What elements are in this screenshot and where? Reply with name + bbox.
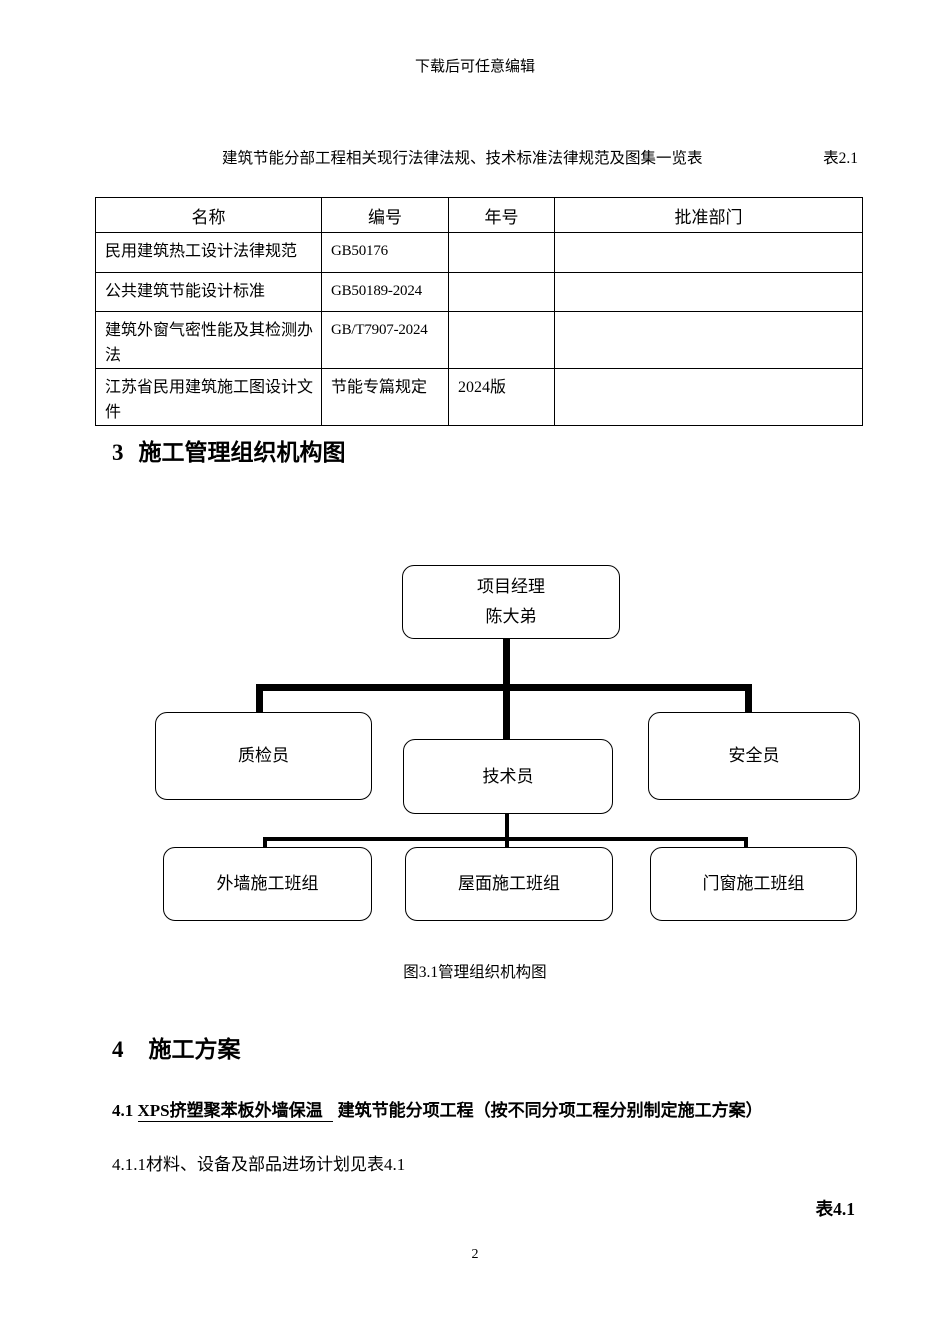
cell-year [448,311,555,369]
table-header-row: 名称 编号 年号 批准部门 [95,197,863,233]
table-2-1-title: 建筑节能分部工程相关现行法律法规、技术标准法律规范及图集一览表 [222,150,703,167]
section-3-title: 施工管理组织机构图 [138,440,346,465]
connector-line [745,684,752,714]
regulations-table: 名称 编号 年号 批准部门 民用建筑热工设计法律规范 GB50176 公共建筑节… [95,197,863,426]
section-4-1-underlined-text: XPS挤塑聚苯板外墙保温 [137,1101,333,1122]
org-box-project-manager: 项目经理 陈大弟 [402,565,620,639]
table-title-row: 建筑节能分部工程相关现行法律法规、技术标准法律规范及图集一览表 表2.1 [95,146,862,168]
col-header-approving-dept: 批准部门 [554,197,863,233]
section-4-1-rest-text: 建筑节能分项工程（按不同分项工程分别制定施工方案） [337,1101,763,1120]
table-row: 建筑外窗气密性能及其检测办法 GB/T7907-2024 [95,311,863,369]
cell-year [448,232,555,273]
org-box-technician: 技术员 [403,739,613,814]
cell-dept [554,272,863,312]
section-4-1-number: 4.1 [112,1101,134,1120]
project-manager-role: 项目经理 [477,577,545,596]
roof-team-label: 屋面施工班组 [458,874,560,893]
paragraph-4-1-1: 4.1.1材料、设备及部品进场计划见表4.1 [112,1155,406,1174]
technician-label: 技术员 [482,766,534,786]
connector-line [263,837,267,848]
col-header-number: 编号 [321,197,449,233]
cell-name: 民用建筑热工设计法律规范 [95,232,322,273]
cell-name: 江苏省民用建筑施工图设计文件 [95,368,322,426]
table-row: 江苏省民用建筑施工图设计文件 节能专篇规定 2024版 [95,368,863,426]
cell-year [448,272,555,312]
cell-number: GB/T7907-2024 [321,311,449,369]
org-chart: 项目经理 陈大弟 质检员 技术员 安全员 外墙施工班组 屋面施工班组 门窗施工班… [155,565,860,921]
cell-number: 节能专篇规定 [321,368,449,426]
cell-dept [554,232,863,273]
page-number: 2 [471,1247,479,1262]
cell-year: 2024版 [448,368,555,426]
connector-line [256,684,263,714]
org-box-safety-officer: 安全员 [648,712,860,800]
org-box-quality-inspector: 质检员 [155,712,372,800]
section-4-1-heading: 4.1 XPS挤塑聚苯板外墙保温建筑节能分项工程（按不同分项工程分别制定施工方案… [112,1096,763,1122]
safety-officer-label: 安全员 [728,746,780,765]
section-3-number: 3 [112,440,124,465]
project-manager-name: 陈大弟 [485,607,537,626]
org-box-wall-team: 外墙施工班组 [163,847,372,921]
table-2-1-label: 表2.1 [823,150,858,167]
cell-number: GB50176 [321,232,449,273]
section-3-heading: 3 施工管理组织机构图 [112,433,346,467]
section-4-title: 施工方案 [148,1037,241,1062]
org-box-window-team: 门窗施工班组 [650,847,857,921]
connector-line [744,837,748,848]
table-4-1-label: 表4.1 [815,1199,855,1219]
wall-team-label: 外墙施工班组 [216,874,319,893]
section-4-heading: 4 施工方案 [112,1030,241,1064]
connector-line [503,637,510,687]
quality-inspector-label: 质检员 [238,746,289,765]
cell-dept [554,368,863,426]
cell-number: GB50189-2024 [321,272,449,312]
connector-line [505,812,509,848]
table-row: 民用建筑热工设计法律规范 GB50176 [95,232,863,273]
header-note: 下载后可任意编辑 [414,59,535,75]
connector-line [263,837,748,841]
cell-dept [554,311,863,369]
section-4-number: 4 [112,1037,124,1062]
window-team-label: 门窗施工班组 [702,874,805,893]
col-header-name: 名称 [95,197,322,233]
figure-3-1-caption: 图3.1管理组织机构图 [403,964,547,981]
connector-line [503,684,510,740]
org-box-roof-team: 屋面施工班组 [405,847,613,921]
